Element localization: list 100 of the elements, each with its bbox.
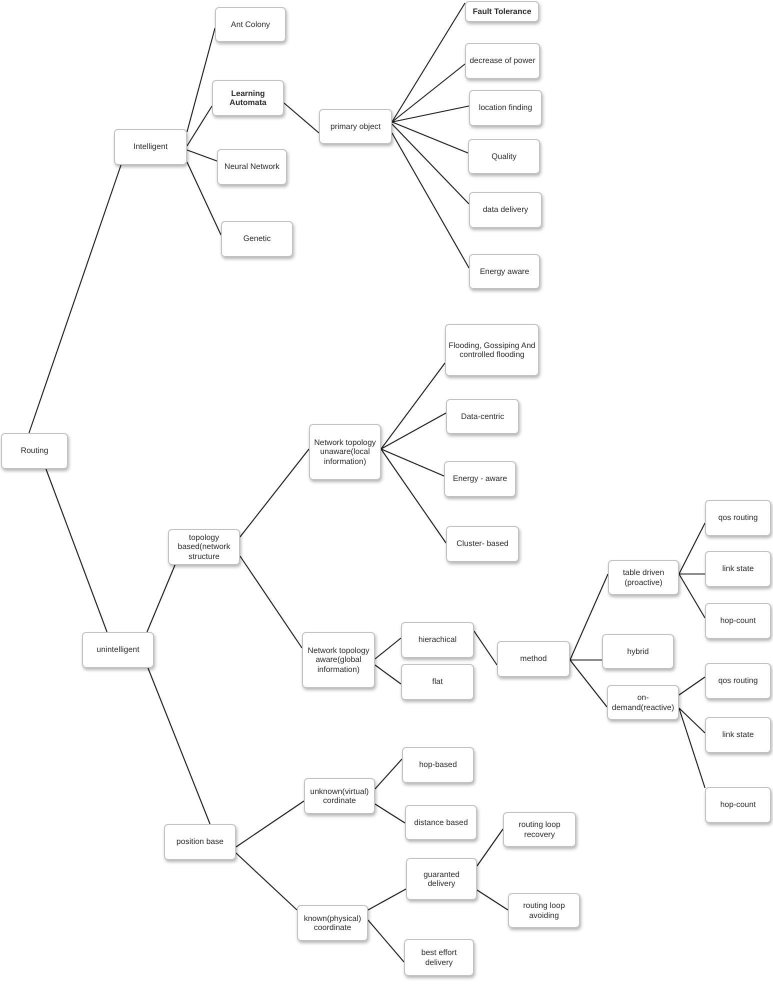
category-box <box>469 254 540 289</box>
connector-line <box>368 888 406 910</box>
category-box <box>705 603 771 639</box>
category-label: flat <box>432 677 443 687</box>
category-label: Quality <box>492 152 516 162</box>
category-label: Routing <box>20 446 48 456</box>
connector-line <box>679 573 705 575</box>
category-label: Energy - aware <box>452 474 508 484</box>
category-label: unintelligent <box>96 645 140 655</box>
category-label: Intelligent <box>133 142 168 152</box>
category-box <box>302 632 375 688</box>
category-label: Energy aware <box>480 266 530 276</box>
category-label: Neural Network <box>224 162 280 172</box>
category-label: topology based(network structure <box>176 533 232 561</box>
category-box <box>164 824 236 860</box>
connector-line <box>570 574 608 660</box>
connector-line <box>392 105 470 123</box>
connector-line <box>570 660 608 708</box>
category-label: link state <box>722 730 754 740</box>
category-box <box>705 500 771 536</box>
connector-line <box>392 124 470 204</box>
category-box <box>212 80 284 116</box>
category-box <box>446 399 519 434</box>
category-label: known(physical) coordinate <box>302 914 362 932</box>
category-box <box>221 221 293 257</box>
connector-line <box>570 659 602 661</box>
category-box <box>309 424 381 480</box>
category-label: best effort delivery <box>420 948 458 967</box>
category-label: position base <box>176 837 224 847</box>
category-box <box>168 529 240 565</box>
category-label: qos routing <box>718 676 758 686</box>
category-box <box>304 778 375 814</box>
category-box <box>217 149 287 185</box>
category-label: distance based <box>414 818 468 828</box>
category-label: hierachical <box>418 635 457 645</box>
category-label: decrease of power <box>470 56 536 66</box>
category-box <box>705 663 771 699</box>
connector-line <box>374 638 402 660</box>
category-label: method <box>520 654 547 664</box>
connector-line <box>146 564 176 632</box>
category-label: Ant Colony <box>230 20 270 30</box>
category-label: Cluster- based <box>456 539 509 549</box>
connector-line <box>236 852 298 910</box>
category-box <box>401 664 474 700</box>
category-box <box>508 893 580 928</box>
connector-line <box>45 468 108 632</box>
category-label: hybrid <box>627 646 649 656</box>
connector-line <box>186 106 212 146</box>
category-box <box>406 858 477 900</box>
category-box <box>705 551 771 587</box>
connector-line <box>374 804 406 824</box>
category-box <box>469 90 542 126</box>
category-box <box>444 461 516 497</box>
connector-line <box>392 132 470 268</box>
category-box <box>297 905 368 941</box>
category-box <box>602 634 674 669</box>
category-label: table driven (proactive) <box>622 568 666 587</box>
connector-line <box>678 522 706 574</box>
category-box <box>465 43 540 79</box>
category-box <box>405 805 477 840</box>
connector-line <box>380 412 446 450</box>
category-label: hop-based <box>419 760 457 770</box>
connector-line <box>380 448 446 544</box>
connector-line <box>678 708 706 788</box>
category-label: Fault Tolerance <box>472 6 532 16</box>
category-label: routing loop avoiding <box>522 901 566 920</box>
category-box <box>401 622 474 658</box>
category-box <box>215 7 286 42</box>
connector-line <box>392 2 466 122</box>
category-label: Learning Automata <box>228 88 268 108</box>
category-box <box>468 139 540 174</box>
category-box <box>705 787 771 823</box>
connector-line <box>476 890 508 910</box>
category-box <box>608 560 679 595</box>
connector-line <box>147 668 211 824</box>
category-label: qos routing <box>718 513 758 523</box>
category-label: on-demand(reactive) <box>610 693 676 712</box>
connector-line <box>474 630 498 666</box>
connector-line <box>380 448 444 476</box>
category-label: Network topology unaware(local information) <box>313 438 377 466</box>
category-box <box>503 812 576 847</box>
category-box <box>465 1 539 22</box>
connector-line <box>380 362 446 450</box>
connector-line <box>28 164 122 434</box>
category-box <box>114 129 187 165</box>
category-label: Data-centric <box>460 412 504 422</box>
connector-line <box>186 149 218 162</box>
category-label: Genetic <box>243 234 271 244</box>
category-box <box>607 685 679 720</box>
category-box <box>497 641 570 677</box>
category-box <box>445 324 539 376</box>
category-box <box>1 433 68 469</box>
connector-line <box>374 758 402 790</box>
category-label: guaranted delivery <box>422 870 461 888</box>
connector-line <box>678 676 706 696</box>
connector-line <box>368 920 404 962</box>
connector-line <box>392 122 468 154</box>
connector-line <box>476 828 504 866</box>
category-label: primary object <box>330 122 381 132</box>
connector-line <box>678 708 706 734</box>
